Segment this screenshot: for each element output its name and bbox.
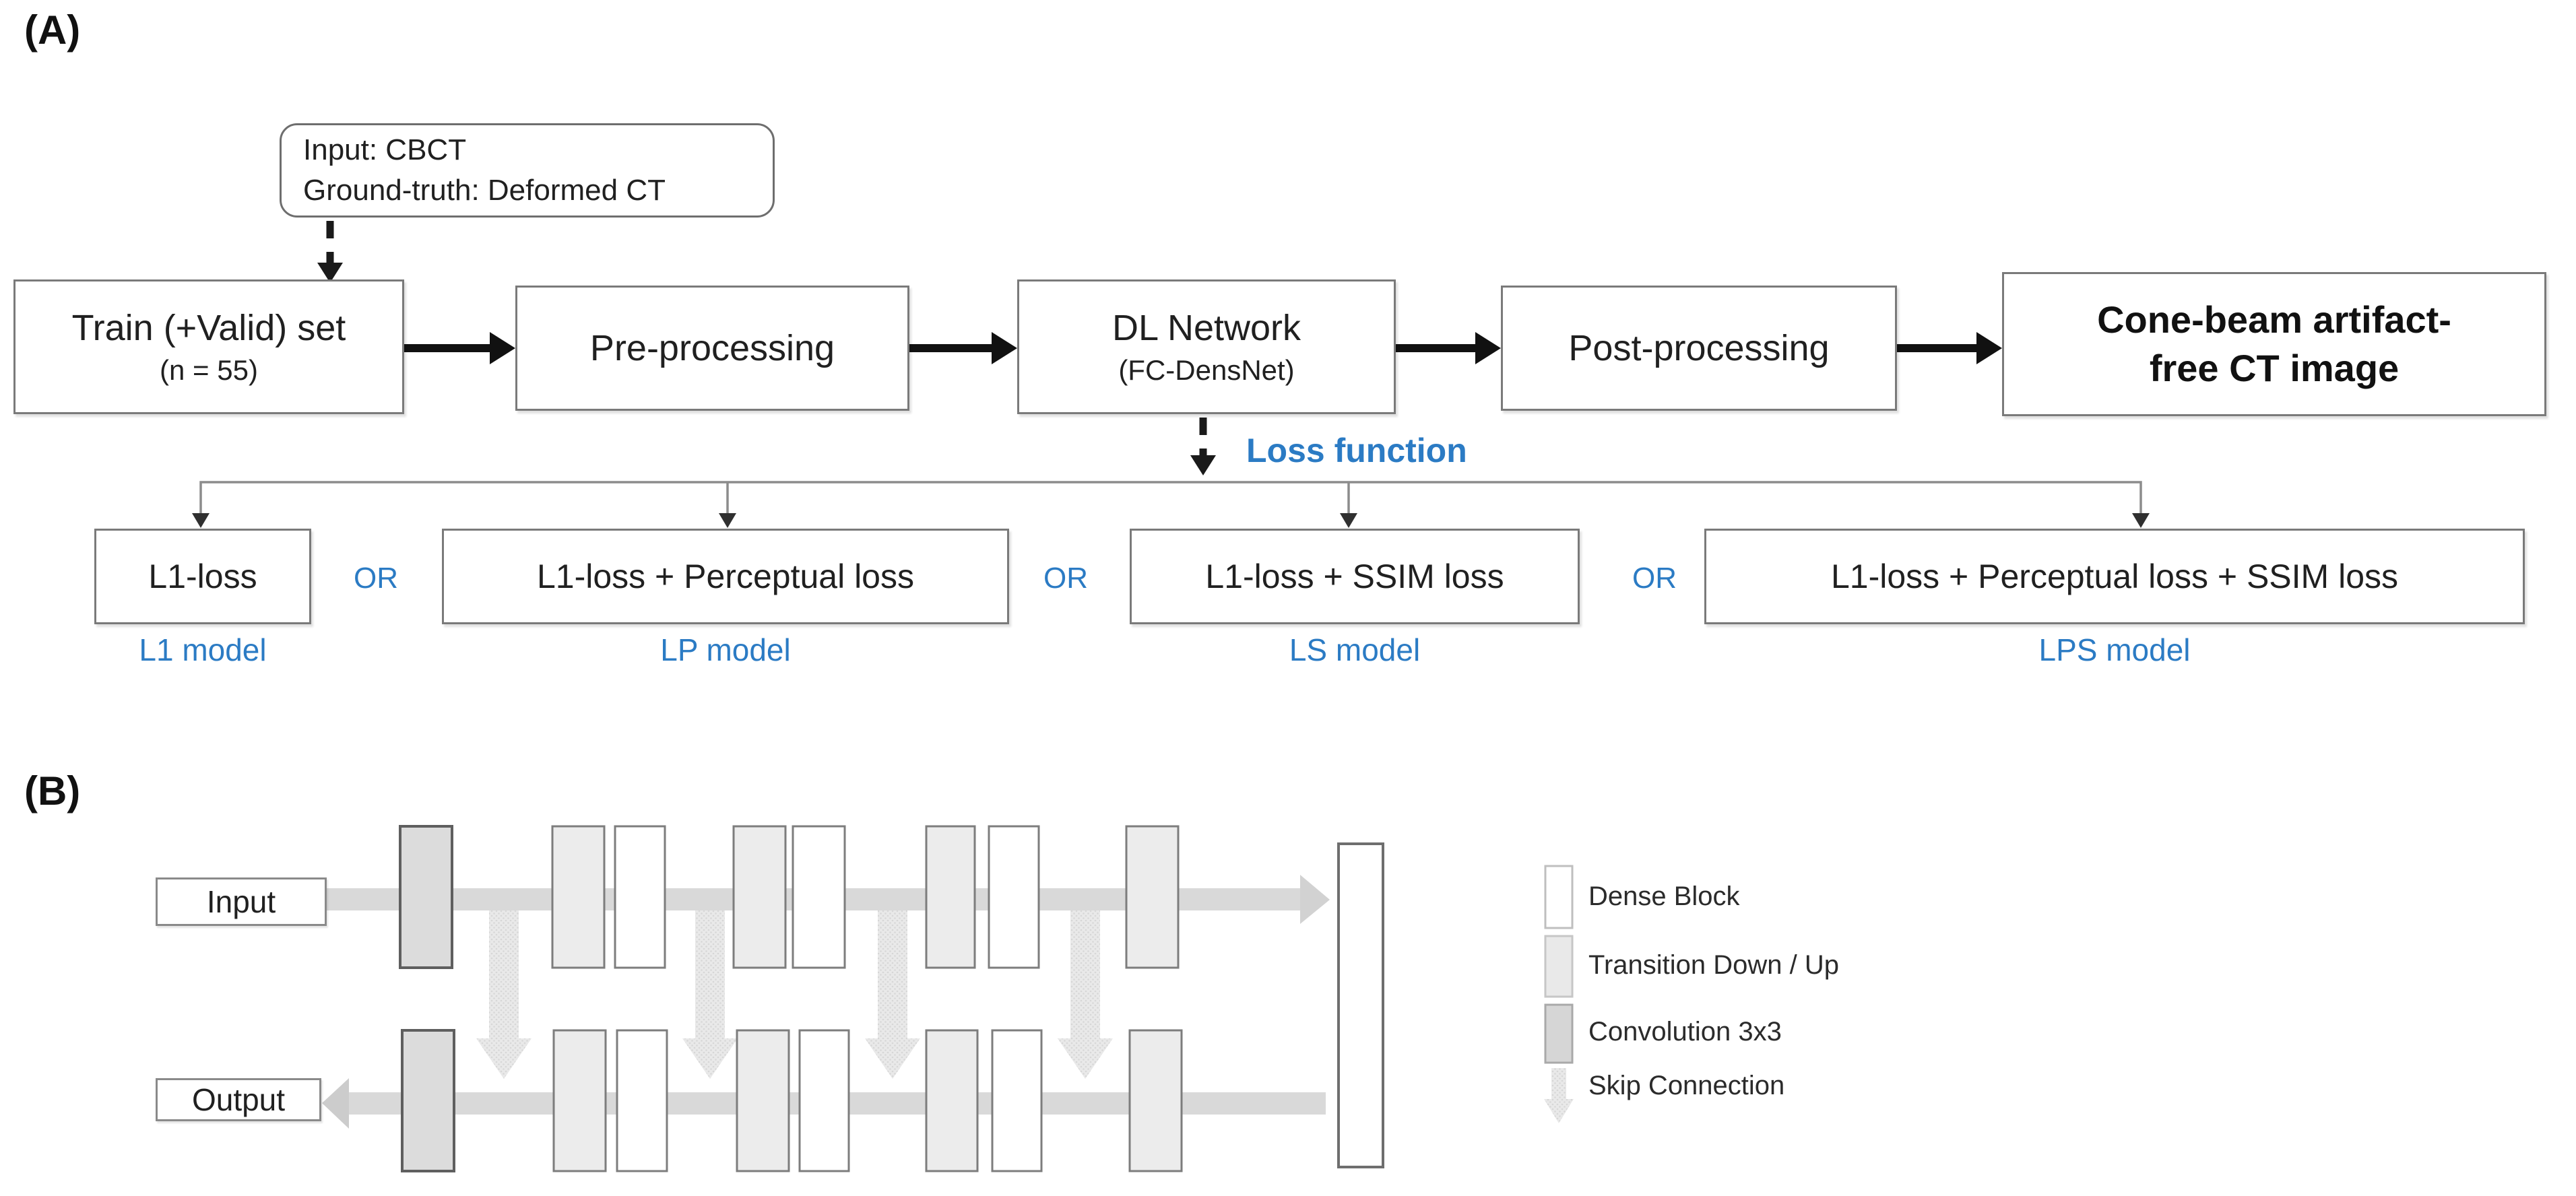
dl-network-subtitle: (FC-DensNet)	[1118, 354, 1295, 386]
convolution-block	[401, 1029, 455, 1172]
dense-block	[792, 825, 846, 969]
flow-arrow-post-to-result	[1897, 332, 2002, 364]
result-title-line-2: free CT image	[2149, 347, 2400, 389]
dl-to-loss-dashed-arrow	[1190, 418, 1216, 475]
ls-model-label: LS model	[1289, 632, 1421, 667]
lp-model-label: LP model	[660, 632, 791, 667]
network-input-box: Input	[156, 877, 327, 926]
loss-option-l1-label: L1-loss	[148, 558, 257, 595]
input-groundtruth-note: Input: CBCT Ground-truth: Deformed CT	[280, 123, 775, 218]
pre-processing-title: Pre-processing	[589, 328, 835, 368]
l1-model-label: L1 model	[139, 632, 267, 667]
legend-label-skip-connection: Skip Connection	[1588, 1071, 1785, 1100]
convolution-block	[399, 825, 453, 969]
post-processing-box: Post-processing	[1501, 286, 1897, 411]
network-input-label: Input	[206, 884, 276, 919]
legend-swatches	[1544, 865, 1574, 1123]
flow-arrow-dl-to-post	[1396, 332, 1501, 364]
transition-block	[925, 825, 976, 969]
legend-dense-swatch	[1544, 865, 1574, 929]
loss-option-l1-box: L1-loss	[94, 529, 311, 624]
note-line-2: Ground-truth: Deformed CT	[303, 174, 666, 207]
legend-label-convolution: Convolution 3x3	[1588, 1017, 1782, 1046]
train-valid-set-title: Train (+Valid) set	[71, 308, 346, 348]
result-title-line-1: Cone-beam artifact-	[2097, 298, 2451, 341]
loss-option-lps-label: L1-loss + Perceptual loss + SSIM loss	[1830, 558, 2399, 595]
dense-block	[988, 825, 1040, 969]
transition-block	[1125, 825, 1180, 969]
loss-option-ls-box: L1-loss + SSIM loss	[1130, 529, 1580, 624]
skip-connection-arrow	[1058, 910, 1113, 1079]
loss-option-ls-label: L1-loss + SSIM loss	[1205, 558, 1504, 595]
decoder-blocks	[401, 1029, 1183, 1172]
legend-label-transition: Transition Down / Up	[1588, 950, 1839, 980]
pre-processing-box: Pre-processing	[515, 286, 909, 411]
train-valid-set-count: (n = 55)	[160, 354, 258, 386]
note-to-train-dashed-arrow	[317, 221, 343, 283]
lps-model-label: LPS model	[2038, 632, 2191, 667]
dense-block	[991, 1029, 1043, 1172]
loss-branch-connector	[192, 481, 2150, 528]
network-output-box: Output	[156, 1078, 321, 1121]
note-line-1: Input: CBCT	[303, 133, 467, 166]
transition-block	[552, 1029, 607, 1172]
network-output-label: Output	[191, 1082, 286, 1117]
flow-arrow-train-to-pre	[404, 332, 515, 364]
artifact-free-result-box: Cone-beam artifact- free CT image	[2002, 272, 2546, 416]
legend-transition-swatch	[1544, 935, 1574, 998]
legend-skip-arrow-swatch	[1544, 1068, 1574, 1123]
flow-arrow-pre-to-dl	[909, 332, 1017, 364]
or-separator: OR	[1632, 562, 1677, 595]
or-separator: OR	[1043, 562, 1088, 595]
or-separator: OR	[354, 562, 398, 595]
loss-function-label: Loss function	[1246, 432, 1467, 469]
loss-option-lps-box: L1-loss + Perceptual loss + SSIM loss	[1704, 529, 2525, 624]
skip-connection-arrow	[476, 910, 532, 1079]
dense-block	[614, 825, 666, 969]
dense-block	[798, 1029, 850, 1172]
skip-connection-arrow	[865, 910, 920, 1079]
transition-block	[1128, 1029, 1183, 1172]
skip-connection-arrow	[682, 910, 738, 1079]
transition-block	[736, 1029, 790, 1172]
dl-network-box: DL Network (FC-DensNet)	[1017, 279, 1396, 414]
loss-option-lp-label: L1-loss + Perceptual loss	[536, 558, 914, 595]
encoder-blocks	[399, 825, 1180, 969]
dense-block	[616, 1029, 668, 1172]
transition-block	[551, 825, 606, 969]
train-valid-set-box: Train (+Valid) set (n = 55)	[13, 279, 404, 414]
transition-block	[925, 1029, 979, 1172]
post-processing-title: Post-processing	[1568, 328, 1830, 368]
legend-convolution-swatch	[1544, 1003, 1574, 1064]
panel-b-label: (B)	[24, 768, 81, 813]
loss-option-lp-box: L1-loss + Perceptual loss	[442, 529, 1009, 624]
transition-block	[732, 825, 787, 969]
bottleneck-dense-block	[1337, 842, 1384, 1168]
panel-a-label: (A)	[24, 7, 81, 53]
dl-network-title: DL Network	[1112, 308, 1301, 348]
legend-label-dense-block: Dense Block	[1588, 882, 1740, 911]
